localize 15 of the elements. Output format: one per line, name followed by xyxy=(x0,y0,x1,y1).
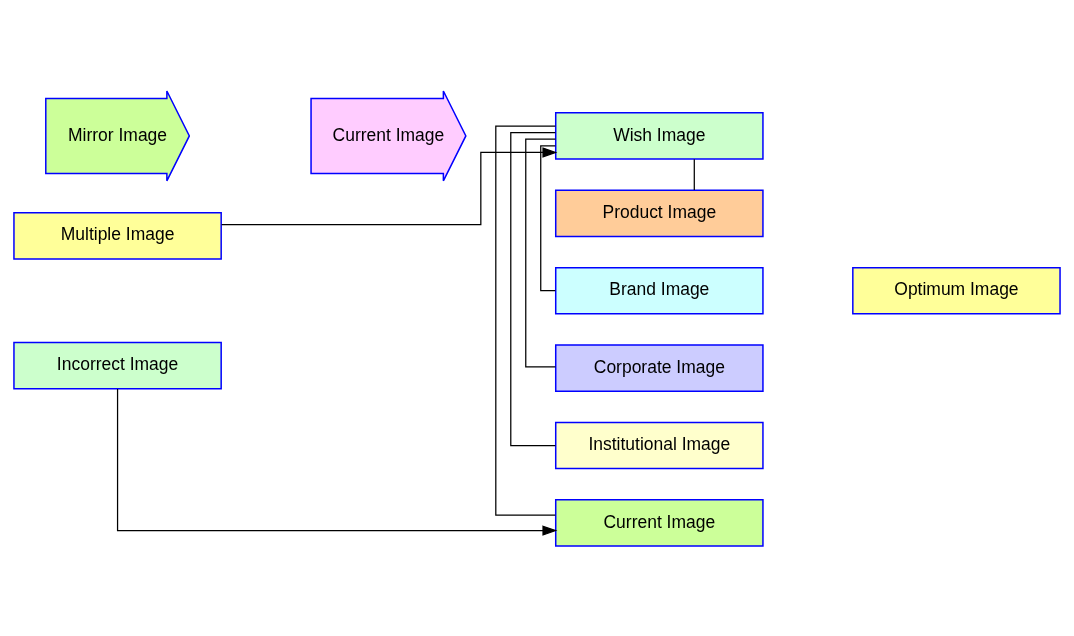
connector xyxy=(693,158,695,191)
node-box: Product Image xyxy=(554,189,764,237)
arrow xyxy=(116,387,558,536)
connector xyxy=(510,131,556,446)
arrow xyxy=(221,146,558,225)
node-box: Incorrect Image xyxy=(13,341,222,389)
node-box: Brand Image xyxy=(554,266,764,315)
connector xyxy=(525,138,557,367)
node-box: Wish Image xyxy=(554,111,764,160)
node-box: Corporate Image xyxy=(554,343,764,392)
node-box: Multiple Image xyxy=(13,211,222,260)
node-box: Optimum Image xyxy=(852,266,1061,315)
connector xyxy=(495,124,556,516)
node-box: Current Image xyxy=(554,498,764,547)
node-box: Institutional Image xyxy=(554,421,764,469)
